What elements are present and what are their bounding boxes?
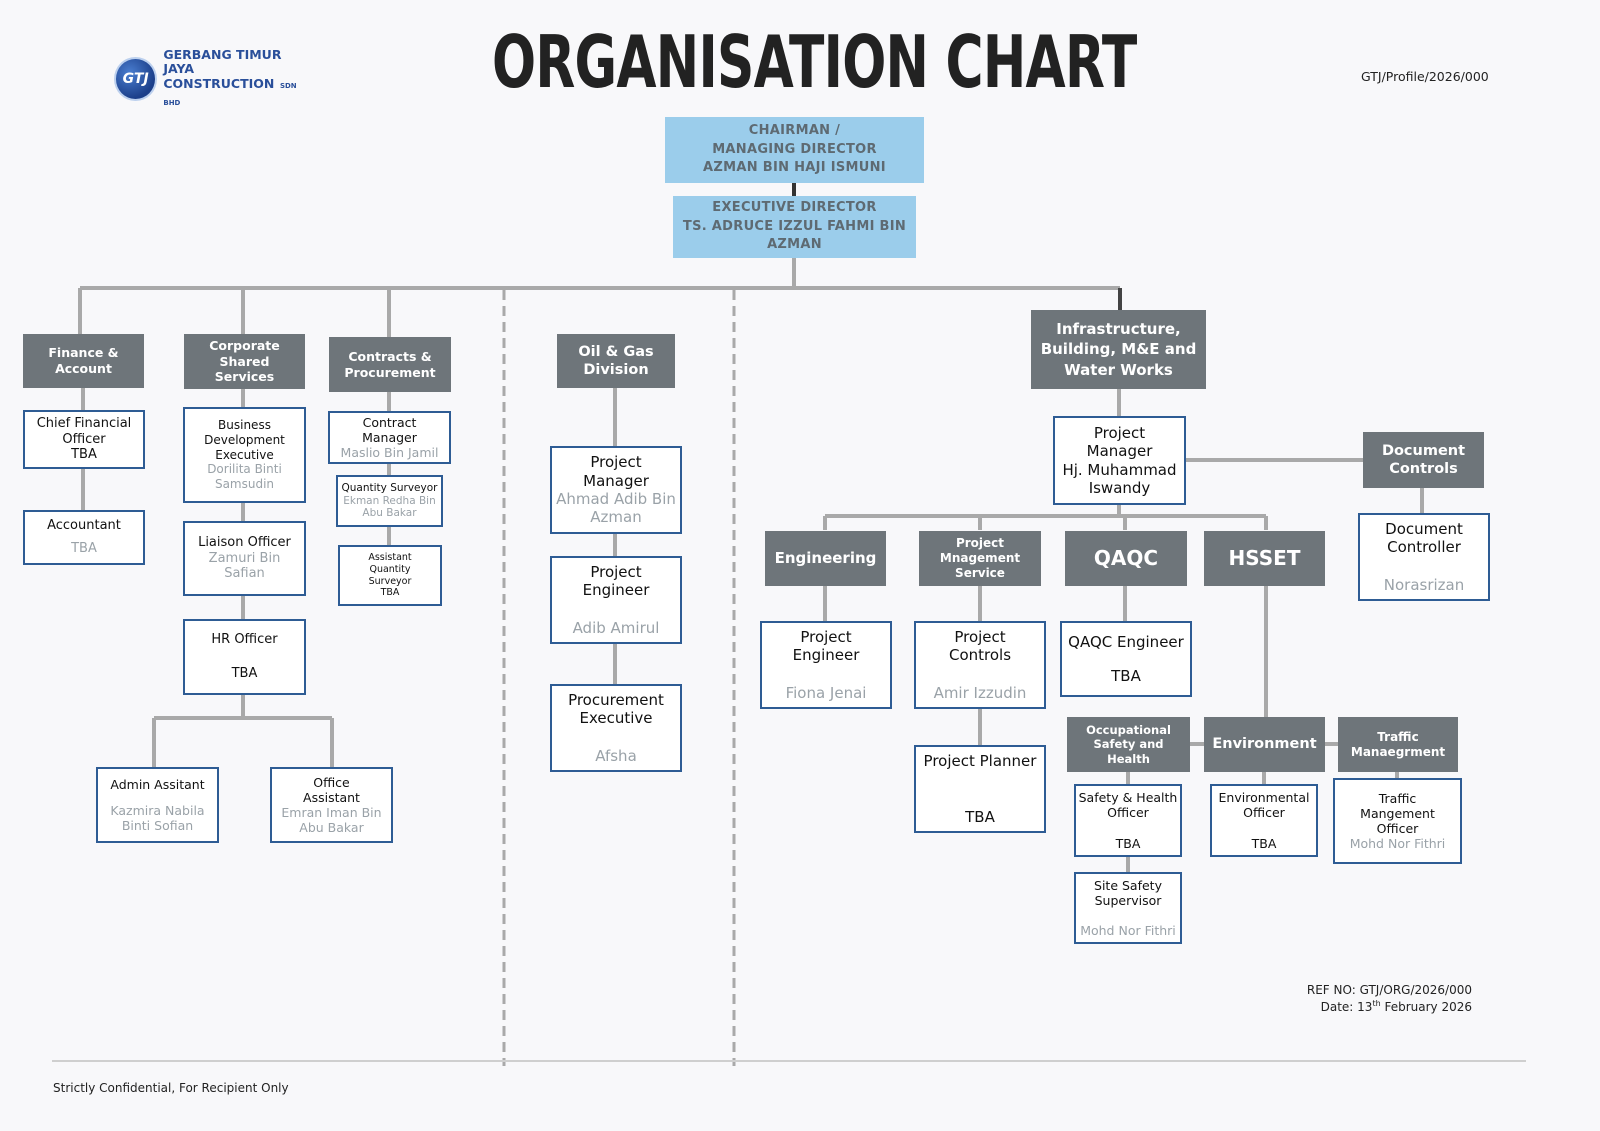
executive-director-box: EXECUTIVE DIRECTOR TS. ADRUCE IZZUL FAHM… bbox=[673, 196, 916, 258]
dept-finance-account: Finance &Account bbox=[23, 334, 144, 388]
dept-engineering: Engineering bbox=[765, 531, 886, 586]
logo-suffix: SDN BHD bbox=[163, 82, 297, 107]
project-planner-box: Project Planner TBA bbox=[914, 745, 1046, 833]
logo-emblem-icon: GTJ bbox=[114, 57, 158, 101]
executive-director-name: TS. ADRUCE IZZUL FAHMI BIN bbox=[682, 218, 907, 234]
dept-environment: Environment bbox=[1204, 717, 1325, 772]
confidential-notice: Strictly Confidential, For Recipient Onl… bbox=[53, 1081, 289, 1095]
logo-name-line1: GERBANG TIMUR JAYA bbox=[163, 47, 282, 76]
dept-contracts-procurement: Contracts &Procurement bbox=[329, 337, 451, 392]
page-title: ORGANISATION CHART bbox=[492, 20, 1137, 104]
chairman-name: AZMAN BIN HAJI ISMUNI bbox=[703, 160, 886, 176]
dept-hsset: HSSET bbox=[1204, 531, 1325, 586]
reference-number: REF NO: GTJ/ORG/2026/000 bbox=[1306, 983, 1472, 997]
dept-qaqc: QAQC bbox=[1065, 531, 1187, 586]
qaqc-engineer-box: QAQC Engineer TBA bbox=[1060, 621, 1192, 697]
profile-reference: GTJ/Profile/2026/000 bbox=[1361, 69, 1489, 84]
document-date: Date: 13th February 2026 bbox=[1320, 999, 1472, 1014]
chairman-box: CHAIRMAN / MANAGING DIRECTOR AZMAN BIN H… bbox=[665, 117, 924, 183]
logo-name-line2: CONSTRUCTION bbox=[163, 76, 275, 91]
company-logo: GTJ GERBANG TIMUR JAYA CONSTRUCTION SDN … bbox=[114, 48, 314, 107]
